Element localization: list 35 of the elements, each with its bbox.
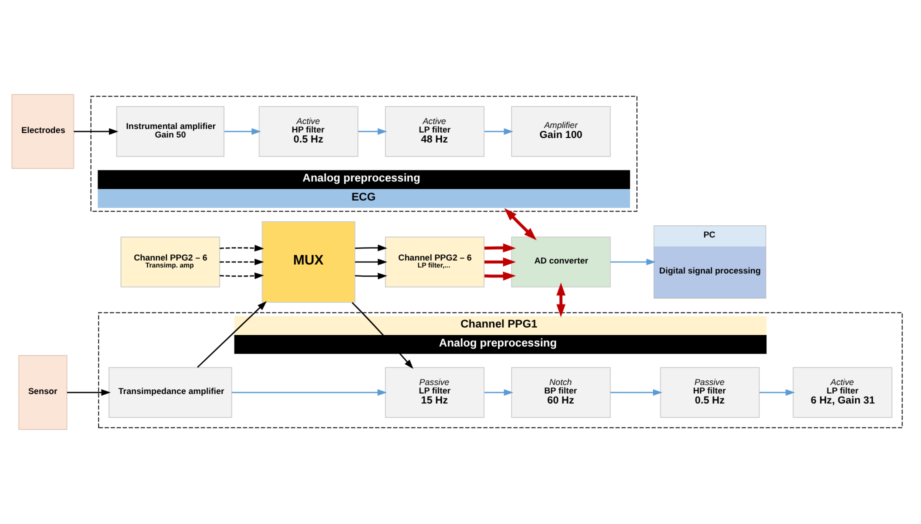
arrow — [610, 389, 662, 396]
node-box: Active LP filter 48 Hz — [384, 106, 485, 157]
arrow — [197, 301, 267, 368]
arrow — [484, 272, 516, 281]
node-box: MUX — [262, 221, 356, 303]
node-box: Notch BP filter 60 Hz — [511, 367, 611, 418]
arrow — [355, 272, 388, 280]
arrow — [224, 128, 262, 135]
arrow — [67, 389, 111, 396]
node-box: AD converter — [511, 236, 611, 288]
arrow — [484, 257, 516, 267]
arrow — [484, 389, 514, 396]
arrow — [760, 389, 796, 396]
arrow — [232, 389, 387, 396]
node-box: Electrodes — [11, 94, 74, 169]
node-box: Instrumental amplifier Gain 50 — [116, 106, 224, 157]
node-box: Sensor — [18, 355, 68, 430]
node-box: Passive HP filter 0.5 Hz — [660, 367, 760, 418]
arrow — [358, 128, 388, 135]
arrow — [74, 128, 118, 135]
arrow — [220, 272, 264, 280]
node-box: Active HP filter 0.5 Hz — [258, 106, 358, 157]
arrow — [220, 244, 264, 252]
node-box: Amplifier Gain 100 — [511, 106, 611, 157]
arrow — [220, 258, 264, 266]
node-box: Transimpedance amplifier — [108, 367, 232, 418]
arrow — [484, 128, 514, 135]
node-box: Passive LP filter 15 Hz — [384, 367, 485, 418]
arrow — [355, 244, 388, 252]
arrow — [484, 243, 516, 252]
arrow — [504, 208, 537, 240]
node-box: Active LP filter 6 Hz, Gain 31 — [792, 367, 892, 418]
arrow — [355, 258, 388, 266]
arrow — [610, 258, 656, 266]
arrow — [556, 282, 566, 318]
